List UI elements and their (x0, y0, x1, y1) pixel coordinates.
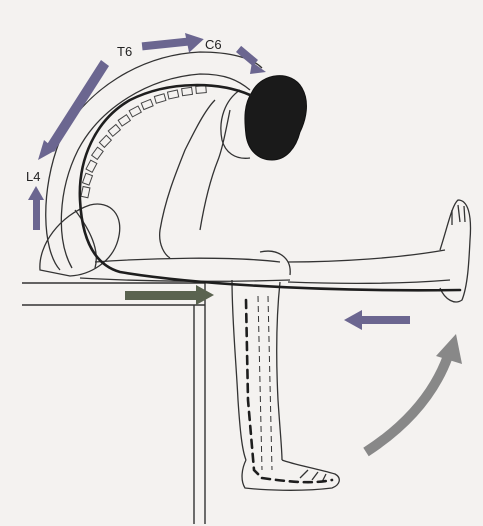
examination-table (22, 283, 205, 524)
arrow-leg-raise-curved (366, 334, 462, 452)
arrow-l4-up (28, 186, 44, 230)
arrow-shin-left (344, 310, 410, 330)
arrow-head-down-c6 (236, 46, 266, 74)
label-t6: T6 (117, 45, 132, 58)
label-c6: C6 (205, 38, 222, 51)
label-l4: L4 (26, 170, 40, 183)
head-silhouette (245, 76, 307, 160)
spine-vertebrae (81, 86, 206, 198)
arrow-table-thigh (125, 285, 214, 305)
arrow-t6-to-l4 (38, 60, 109, 160)
arrow-t6-to-c6 (142, 31, 205, 53)
